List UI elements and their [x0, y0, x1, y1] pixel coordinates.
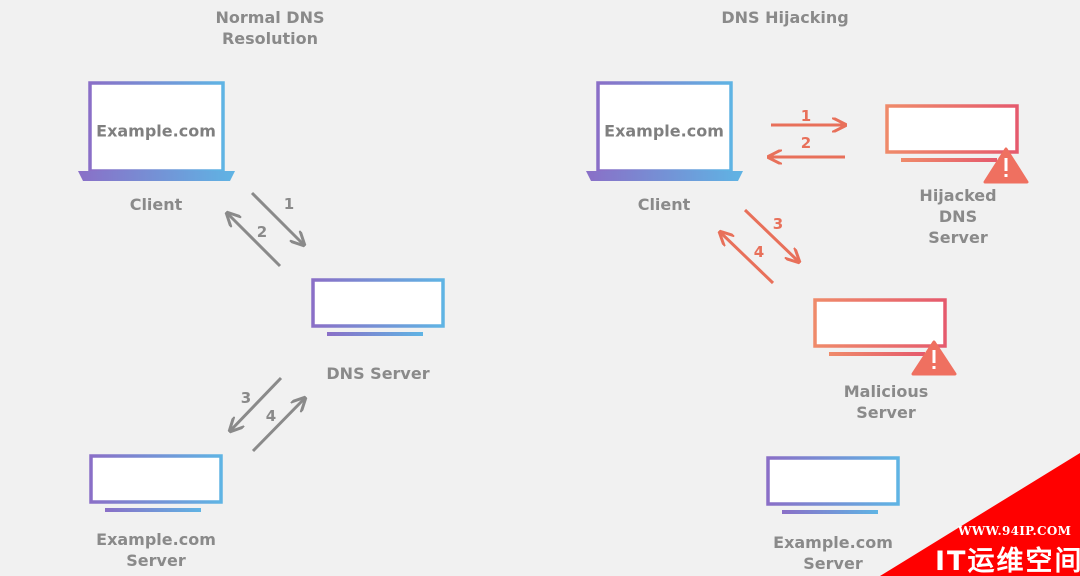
hijacked-dns-server-label: Hijacked DNS Server [919, 186, 997, 247]
hijacked-dns-server-icon [885, 104, 1019, 162]
left-arrow-step-3 [231, 376, 283, 430]
malicious-server-label: Malicious Server [843, 382, 929, 422]
left-example-server-icon [89, 454, 223, 512]
right-arrow-step-3 [743, 208, 798, 261]
left-arrow-step-4 [251, 399, 304, 453]
right-step-4-label: 4 [753, 243, 765, 261]
left-arrow-step-2 [228, 214, 282, 268]
right-client-screen-text: Example.com [604, 121, 724, 141]
right-client-label: Client [637, 195, 691, 214]
left-client-label: Client [129, 195, 183, 214]
left-example-server-label: Example.com Server [96, 530, 216, 570]
right-arrow-step-4 [721, 233, 775, 285]
left-panel-title: Normal DNS Resolution [215, 8, 325, 48]
left-step-3-label: 3 [240, 389, 252, 407]
left-step-2-label: 2 [256, 223, 268, 241]
malicious-server-icon [813, 298, 947, 356]
left-dns-server-label: DNS Server [326, 364, 430, 383]
left-step-1-label: 1 [283, 195, 295, 213]
hijacked-warning-icon [983, 147, 1029, 184]
right-step-3-label: 3 [772, 215, 784, 233]
right-example-server-label: Example.com Server [773, 533, 893, 573]
left-dns-server-icon [311, 278, 445, 336]
malicious-warning-icon [911, 340, 957, 376]
right-step-1-label: 1 [800, 107, 812, 125]
left-client-screen-text: Example.com [96, 121, 216, 141]
watermark-banner [880, 453, 1080, 576]
right-panel-title: DNS Hijacking [721, 8, 849, 27]
watermark-url: WWW.94IP.COM [958, 524, 1072, 538]
watermark-brand: IT运维空间 [935, 546, 1080, 576]
left-client-laptop-icon [78, 81, 235, 181]
right-step-2-label: 2 [800, 134, 812, 152]
left-arrow-step-1 [250, 191, 303, 244]
right-example-server-icon [766, 456, 900, 514]
left-step-4-label: 4 [265, 407, 277, 425]
right-client-laptop-icon [586, 81, 743, 181]
